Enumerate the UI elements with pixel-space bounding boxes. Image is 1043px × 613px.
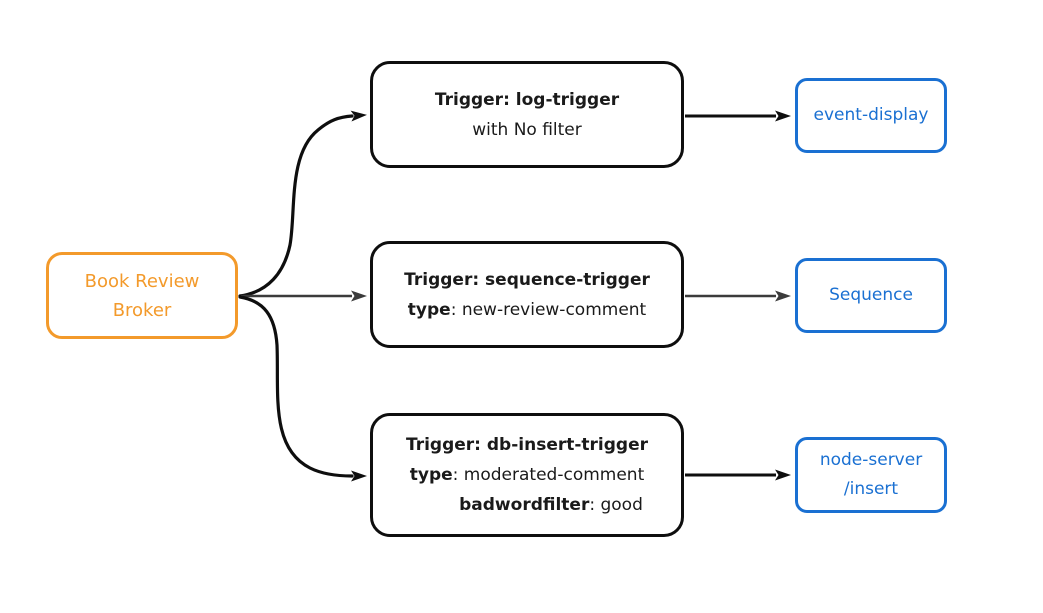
sink-node-sequence: Sequence [795, 258, 947, 333]
trigger-db-attr2-value: : good [589, 495, 643, 515]
sink-node-server-label-line2: /insert [843, 479, 899, 499]
trigger-log-subtitle: with No filter [472, 119, 582, 140]
trigger-db-attr1-value: : moderated-comment [452, 465, 645, 485]
broker-label-line2: Broker [112, 299, 172, 321]
trigger-node-log: Trigger: log-trigger with No filter [370, 61, 684, 168]
trigger-db-attr1-key: type [409, 465, 453, 485]
trigger-sequence-title: Trigger: sequence-trigger [404, 269, 650, 290]
trigger-db-attr2: badwordfilter: good [459, 490, 643, 520]
sink-node-server-label-line1: node-server [819, 450, 923, 470]
trigger-db-title: Trigger: db-insert-trigger [405, 435, 649, 455]
edge-broker-to-log-trigger [238, 110, 367, 298]
sink-node-node-server-insert: node-server /insert [795, 437, 947, 513]
trigger-sequence-attr-value: : new-review-comment [450, 299, 647, 320]
trigger-log-title: Trigger: log-trigger [434, 89, 620, 110]
trigger-node-sequence: Trigger: sequence-trigger type: new-revi… [370, 241, 684, 348]
trigger-sequence-attr: type: new-review-comment [408, 295, 646, 325]
trigger-db-attr1: type: moderated-comment [410, 460, 645, 490]
edge-broker-to-db-insert-trigger [238, 295, 367, 482]
broker-node: Book Review Broker [46, 252, 238, 339]
trigger-sequence-attr-key: type [407, 299, 451, 320]
sink-event-display-label: event-display [813, 105, 929, 125]
trigger-db-attr2-key: badwordfilter [459, 495, 590, 515]
trigger-node-db-insert: Trigger: db-insert-trigger type: moderat… [370, 413, 684, 537]
broker-label-line1: Book Review [84, 270, 200, 292]
sink-node-event-display: event-display [795, 78, 947, 153]
sink-sequence-label: Sequence [829, 285, 913, 305]
